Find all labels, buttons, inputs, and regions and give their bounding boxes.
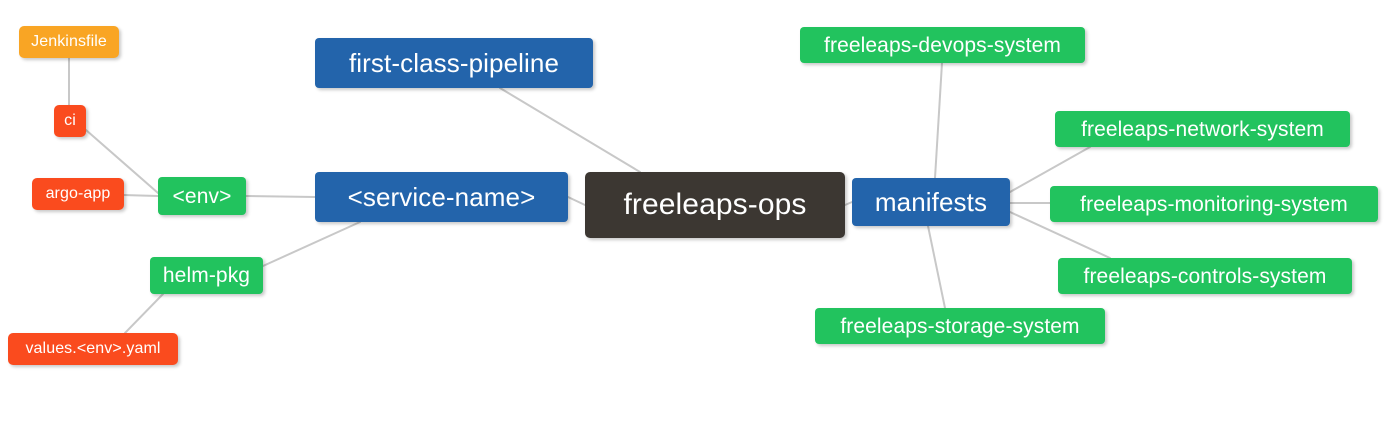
mindmap-node-freeleaps-network-system[interactable]: freeleaps-network-system (1055, 111, 1350, 147)
mindmap-node-manifests[interactable]: manifests (852, 178, 1010, 226)
mindmap-node-freeleaps-storage-system[interactable]: freeleaps-storage-system (815, 308, 1105, 344)
mindmap-node-argo-app[interactable]: argo-app (32, 178, 124, 210)
edge-helm-pkg-to-values-env-yaml (124, 293, 164, 334)
edge-manifests-to-freeleaps-devops-system (934, 62, 943, 179)
mindmap-node-freeleaps-monitoring-system[interactable]: freeleaps-monitoring-system (1050, 186, 1378, 222)
edge-service-name-to-helm-pkg (262, 221, 361, 267)
edge-first-class-pipeline-to-freeleaps-ops (499, 87, 641, 173)
mindmap-node-freeleaps-devops-system[interactable]: freeleaps-devops-system (800, 27, 1085, 63)
mindmap-node-values-env-yaml[interactable]: values.<env>.yaml (8, 333, 178, 365)
mindmap-node-first-class-pipeline[interactable]: first-class-pipeline (315, 38, 593, 88)
edge-service-name-to-env (245, 195, 316, 198)
edge-freeleaps-ops-to-service-name (567, 196, 586, 206)
mindmap-node-freeleaps-controls-system[interactable]: freeleaps-controls-system (1058, 258, 1352, 294)
edge-manifests-to-freeleaps-storage-system (927, 225, 946, 309)
mindmap-node-helm-pkg[interactable]: helm-pkg (150, 257, 263, 294)
edge-freeleaps-ops-to-manifests (844, 201, 853, 206)
mindmap-node-freeleaps-ops[interactable]: freeleaps-ops (585, 172, 845, 238)
mindmap-node-ci[interactable]: ci (54, 105, 86, 137)
mindmap-node-jenkinsfile[interactable]: Jenkinsfile (19, 26, 119, 58)
mindmap-node-service-name[interactable]: <service-name> (315, 172, 568, 222)
edge-env-to-argo-app (123, 194, 159, 197)
mindmap-node-env[interactable]: <env> (158, 177, 246, 215)
